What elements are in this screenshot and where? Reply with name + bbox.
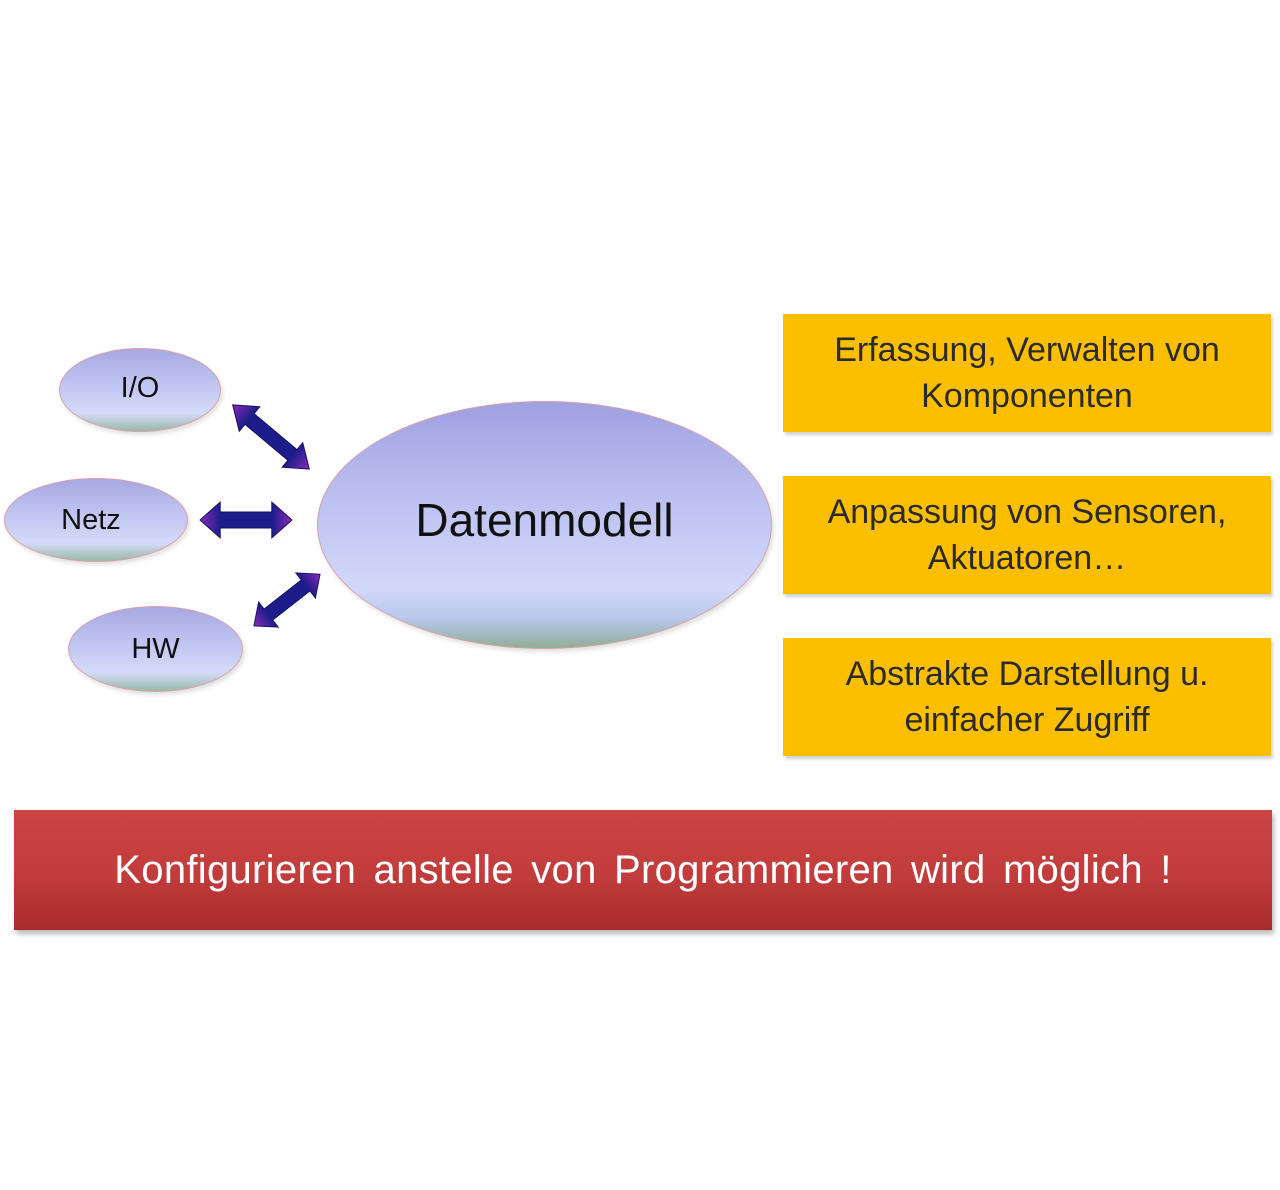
conclusion-banner-text: Konfigurieren anstelle von Programmieren… [114, 847, 1172, 892]
feature-box-label: Erfassung, Verwalten von Komponenten [834, 331, 1220, 415]
conclusion-banner: Konfigurieren anstelle von Programmieren… [14, 810, 1272, 930]
arrow-hw-datenmodell [253, 572, 321, 628]
feature-box-anpassung: Anpassung von Sensoren, Aktuatoren… [783, 476, 1271, 594]
node-hw: HW [68, 606, 243, 692]
arrow-io-datenmodell [232, 404, 310, 470]
node-io: I/O [59, 348, 221, 432]
node-datenmodell: Datenmodell [317, 401, 772, 649]
feature-box-label: Abstrakte Darstellung u. einfacher Zugri… [845, 655, 1209, 739]
node-netz-label: Netz [61, 503, 121, 536]
feature-box-erfassung: Erfassung, Verwalten von Komponenten [783, 314, 1271, 432]
arrow-netz-datenmodell [199, 500, 293, 540]
feature-box-label: Anpassung von Sensoren, Aktuatoren… [827, 493, 1227, 577]
node-datenmodell-label: Datenmodell [415, 494, 674, 546]
node-netz: Netz [4, 478, 188, 562]
node-hw-label: HW [131, 632, 180, 665]
node-io-label: I/O [120, 371, 160, 404]
feature-box-abstrakte-darstellung: Abstrakte Darstellung u. einfacher Zugri… [783, 638, 1271, 756]
